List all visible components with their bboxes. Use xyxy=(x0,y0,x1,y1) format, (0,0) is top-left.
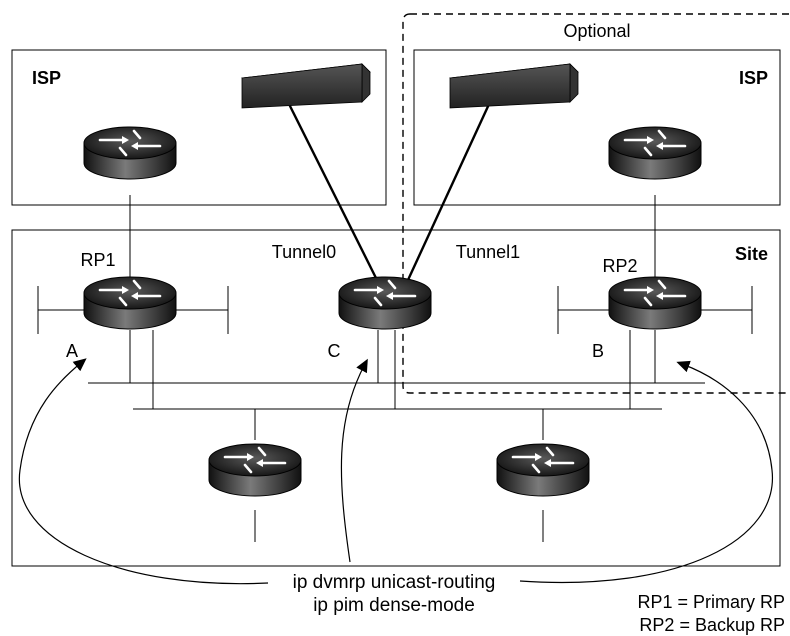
site-region xyxy=(11,229,781,567)
isp-left-region xyxy=(11,49,387,206)
isp-right-region xyxy=(413,49,781,206)
tunnel0-label: Tunnel0 xyxy=(272,242,336,262)
arrow-to-center xyxy=(340,358,368,563)
isp-left-router xyxy=(82,125,178,181)
lan-router-left xyxy=(207,442,303,498)
isp-right-label: ISP xyxy=(739,68,768,88)
optional-region-outline xyxy=(402,13,790,394)
router-a-label: A xyxy=(66,341,78,361)
arrow-to-rp1 xyxy=(18,358,269,585)
command-line-1: ip dvmrp unicast-routing xyxy=(293,572,496,593)
optional-label: Optional xyxy=(563,21,630,41)
arrow-to-rp2 xyxy=(519,360,773,584)
legend-line-2: RP2 = Backup RP xyxy=(639,615,785,635)
command-line-2: ip pim dense-mode xyxy=(313,595,475,616)
tunnel1-line xyxy=(406,101,492,281)
isp-right-router xyxy=(607,125,703,181)
switch-left xyxy=(241,63,371,109)
switch-right xyxy=(449,63,579,109)
tunnel1-label: Tunnel1 xyxy=(456,242,520,262)
router-c-label: C xyxy=(328,341,341,361)
rp1-router xyxy=(82,275,178,331)
isp-left-label: ISP xyxy=(32,68,61,88)
tunnel0-line xyxy=(286,101,379,281)
legend-line-1: RP1 = Primary RP xyxy=(637,592,785,612)
site-label: Site xyxy=(735,244,768,264)
rp2-label: RP2 xyxy=(602,256,637,276)
rp1-label: RP1 xyxy=(80,250,115,270)
lan-router-right xyxy=(495,442,591,498)
router-b-label: B xyxy=(592,341,604,361)
center-router-c xyxy=(337,275,433,331)
rp2-router xyxy=(607,275,703,331)
